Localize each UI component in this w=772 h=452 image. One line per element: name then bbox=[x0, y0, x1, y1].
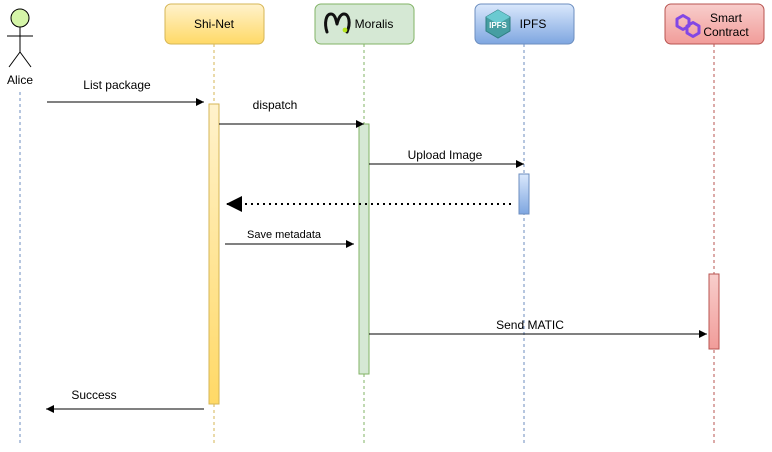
activation-ipfs bbox=[518, 173, 530, 215]
message-success: Success bbox=[46, 388, 204, 413]
participant-moralis: Moralis bbox=[314, 3, 415, 45]
actor-head bbox=[10, 8, 30, 28]
participant-shinet-label: Shi-Net bbox=[194, 17, 235, 31]
activation-contract bbox=[708, 273, 720, 350]
polygon-logo-icon bbox=[675, 14, 701, 38]
activation-moralis bbox=[358, 123, 370, 375]
ipfs-cube-icon: IPFS bbox=[485, 9, 511, 39]
message-label: List package bbox=[83, 78, 151, 92]
participant-contract-label-line1: Smart bbox=[710, 11, 743, 25]
message-send-matic: Send MATIC bbox=[369, 318, 707, 338]
participant-contract: Smart Contract bbox=[664, 3, 765, 45]
actor-alice: Alice bbox=[7, 8, 33, 87]
participant-moralis-label: Moralis bbox=[355, 17, 394, 31]
ipfs-icon-text: IPFS bbox=[489, 21, 507, 30]
participant-ipfs-label: IPFS bbox=[520, 17, 547, 31]
actor-alice-label: Alice bbox=[7, 73, 33, 87]
message-label: Send MATIC bbox=[496, 318, 564, 332]
message-upload-image: Upload Image bbox=[369, 148, 524, 168]
message-label: dispatch bbox=[253, 98, 298, 112]
participant-contract-label-line2: Contract bbox=[703, 25, 749, 39]
message-list-package: List package bbox=[47, 78, 204, 106]
message-save-metadata: Save metadata bbox=[225, 229, 354, 248]
message-label: Success bbox=[71, 388, 116, 402]
message-label: Save metadata bbox=[247, 229, 322, 241]
participant-shinet: Shi-Net bbox=[164, 3, 265, 45]
activation-shinet bbox=[208, 103, 220, 405]
message-label: Upload Image bbox=[408, 148, 483, 162]
participant-ipfs: IPFS IPFS bbox=[474, 3, 575, 45]
moralis-logo-icon bbox=[324, 12, 351, 34]
message-dispatch: dispatch bbox=[219, 98, 364, 128]
